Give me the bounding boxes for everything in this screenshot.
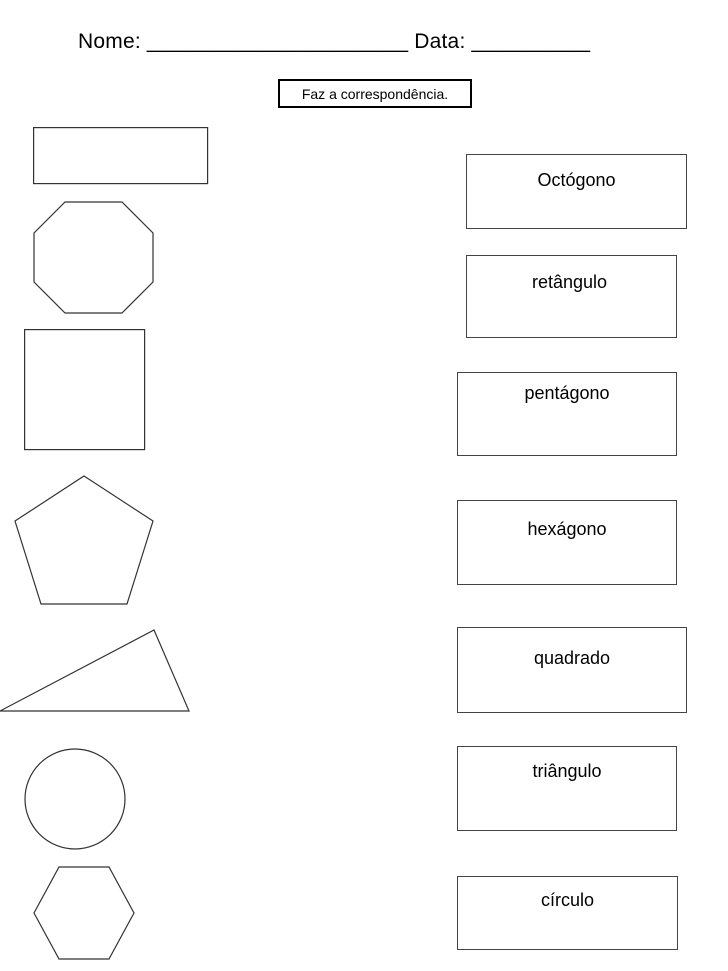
date-field-label[interactable]: Data: __________ xyxy=(414,30,591,53)
octagon-icon xyxy=(33,201,154,314)
triangle-icon xyxy=(0,629,190,712)
circle-icon xyxy=(24,748,126,850)
word-label: triângulo xyxy=(532,761,602,781)
pentagon-icon xyxy=(14,475,154,605)
word-label: retângulo xyxy=(531,272,608,292)
hexagon-icon xyxy=(33,866,135,960)
word-box-quadrado[interactable]: quadrado xyxy=(457,627,687,713)
word-box-retangulo[interactable]: retângulo xyxy=(466,255,677,338)
word-label: quadrado xyxy=(533,648,611,668)
word-label: Octógono xyxy=(537,170,616,190)
worksheet-header: Nome: ______________________ Data: _____… xyxy=(78,30,590,54)
word-box-hexagono[interactable]: hexágono xyxy=(457,500,677,585)
word-box-pentagono[interactable]: pentágono xyxy=(457,372,677,456)
instruction-text: Faz a correspondência. xyxy=(301,85,449,102)
word-label: pentágono xyxy=(524,383,610,403)
word-label: hexágono xyxy=(527,519,607,539)
word-box-circulo[interactable]: círculo xyxy=(457,876,678,950)
name-field-label[interactable]: Nome: ______________________ xyxy=(78,30,409,53)
instruction-box: Faz a correspondência. xyxy=(278,79,472,108)
word-box-triangulo[interactable]: triângulo xyxy=(457,746,677,831)
square-icon xyxy=(24,329,146,451)
word-box-octogono[interactable]: Octógono xyxy=(466,154,687,229)
word-label: círculo xyxy=(540,890,594,910)
rectangle-icon xyxy=(33,127,209,185)
